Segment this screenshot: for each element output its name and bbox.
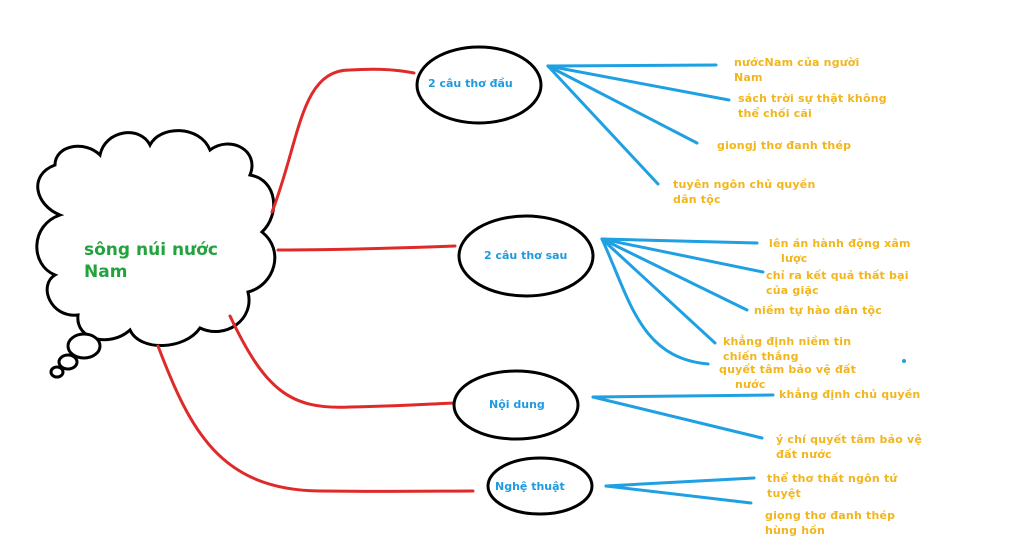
leaf-3-1-line2: nước	[735, 378, 766, 391]
leaf-4-2-line1: giọng thơ đanh thép	[765, 509, 896, 522]
leaf-line-1-2	[546, 64, 731, 102]
cloud-bubble-small	[49, 365, 65, 379]
leaf-3-3: ý chí quyết tâm bảo vệ đất nước	[776, 432, 922, 462]
leaf-line-1-1	[546, 63, 718, 68]
cloud-bubble-medium	[57, 353, 79, 371]
leaf-3-1: quyết tâm bảo vệ đất nước	[719, 362, 856, 392]
blue-lines	[546, 63, 775, 505]
leaf-2-2-line2: của giặc	[766, 284, 819, 297]
leaf-3-1-line1: quyết tâm bảo vệ đất	[719, 363, 857, 376]
leaf-4-2-line2: hùng hồn	[765, 524, 826, 537]
center-cloud	[35, 129, 277, 379]
leaf-line-1-3	[546, 64, 699, 145]
branch-label-3: Nội dung	[489, 398, 545, 411]
leaf-line-2-2	[600, 237, 765, 274]
branch-ellipse-1	[415, 45, 543, 125]
leaf-1-1: nướcNam của người Nam	[734, 55, 860, 85]
leaf-2-4-line2: chiến thắng	[723, 350, 799, 363]
leaf-3-3-line1: ý chí quyết tâm bảo vệ	[776, 433, 923, 446]
leaf-line-2-5	[600, 237, 710, 366]
leaf-4-1-line2: tuyệt	[767, 487, 801, 500]
leaf-line-2-4	[600, 237, 717, 345]
leaf-2-2: chỉ ra kết quả thất bại của giặc	[766, 268, 909, 298]
leaf-3-2-line1: khẳng định chủ quyền	[779, 388, 921, 401]
branch-label-1: 2 câu thơ đầu	[428, 77, 513, 90]
center-title: sông núi nước Nam	[84, 239, 218, 283]
leaf-line-1-4	[546, 64, 660, 186]
center-title-line2: Nam	[84, 262, 128, 282]
cloud-bubble-large	[66, 332, 102, 360]
leaf-line-3-1	[591, 393, 775, 399]
leaf-1-3: giongj thơ đanh thép	[717, 138, 851, 153]
leaf-1-1-line1: nướcNam của người	[734, 56, 860, 69]
branch-ellipse-3	[452, 369, 580, 441]
leaf-1-2-line2: thể chối cãi	[738, 107, 813, 120]
leaf-1-2-line1: sách trời sự thật không	[738, 92, 887, 105]
branch-ellipses	[415, 45, 595, 516]
branch-ellipse-2	[457, 214, 595, 298]
leaf-2-4: khẳng định niềm tin chiến thắng	[723, 334, 851, 364]
leaf-1-4-line1: tuyên ngôn chủ quyền	[673, 178, 816, 191]
leaf-1-1-line2: Nam	[734, 71, 763, 84]
leaf-line-2-3	[600, 237, 749, 312]
leaf-line-4-1	[604, 476, 756, 488]
cloud-outline	[35, 129, 277, 347]
branch-ellipse-4	[486, 456, 594, 516]
red-branches	[156, 67, 475, 493]
branch-line-1	[270, 67, 416, 214]
branch-line-4	[156, 344, 475, 493]
branch-line-2	[276, 244, 457, 252]
center-title-line1: sông núi nước	[84, 240, 218, 260]
leaf-1-4-line2: dân tộc	[673, 193, 721, 206]
branch-line-3	[228, 314, 457, 409]
leaf-2-1-line2: lược	[781, 252, 808, 265]
leaf-2-4-line1: khẳng định niềm tin	[723, 335, 852, 348]
leaf-1-3-line1: giongj thơ đanh thép	[717, 139, 852, 152]
leaf-line-4-2	[604, 484, 753, 505]
leaf-2-2-line1: chỉ ra kết quả thất bại	[766, 269, 909, 282]
leaf-2-1: lên án hành động xâm lược	[769, 236, 911, 266]
branch-label-4: Nghệ thuật	[495, 480, 565, 493]
branch-label-2: 2 câu thơ sau	[484, 249, 568, 262]
stray-dot	[902, 359, 906, 363]
leaf-line-2-1	[600, 237, 759, 245]
leaf-3-3-line2: đất nước	[776, 448, 832, 461]
leaf-1-2: sách trời sự thật không thể chối cãi	[738, 91, 887, 121]
leaf-2-1-line1: lên án hành động xâm	[769, 237, 911, 250]
leaf-4-1: thể thơ thất ngôn tứ tuyệt	[767, 471, 897, 501]
leaf-2-3-line1: niềm tự hào dân tộc	[754, 304, 883, 317]
leaf-4-1-line1: thể thơ thất ngôn tứ	[767, 472, 898, 485]
leaf-1-4: tuyên ngôn chủ quyền dân tộc	[673, 177, 815, 207]
leaf-3-2: khẳng định chủ quyền	[779, 387, 920, 402]
leaf-2-3: niềm tự hào dân tộc	[754, 303, 882, 318]
leaf-line-3-2	[591, 395, 764, 440]
leaf-4-2: giọng thơ đanh thép hùng hồn	[765, 508, 895, 538]
